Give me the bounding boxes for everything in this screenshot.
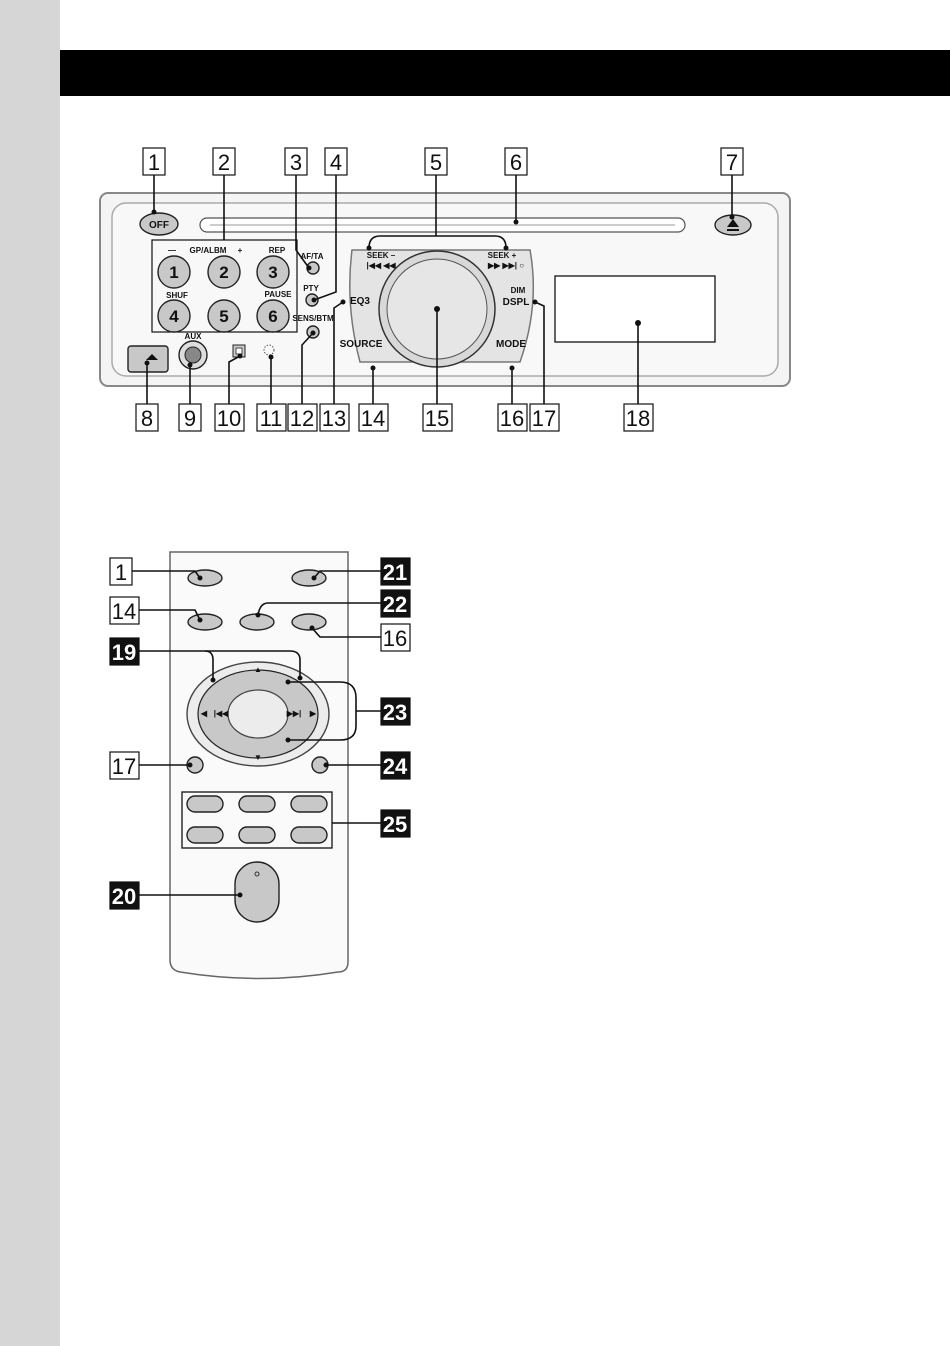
svg-text:|◀◀ ◀◀: |◀◀ ◀◀ (366, 261, 396, 270)
svg-text:24: 24 (383, 754, 408, 779)
remote-volume-button[interactable] (235, 862, 279, 922)
svg-text:5: 5 (430, 150, 442, 175)
svg-text:5: 5 (219, 307, 228, 326)
svg-text:4: 4 (169, 307, 179, 326)
svg-text:9: 9 (184, 406, 196, 431)
preset-button-3[interactable]: 3 (257, 256, 289, 288)
svg-text:MODE: MODE (496, 339, 526, 350)
next-track-icon: ▶▶| (286, 709, 302, 718)
svg-text:3: 3 (290, 150, 302, 175)
svg-text:14: 14 (112, 599, 136, 624)
mode-button[interactable]: MODE (496, 339, 526, 350)
callouts-main-bottom: 8 9 10 11 12 13 14 15 16 17 18 (136, 404, 653, 431)
svg-text:+: + (238, 246, 243, 255)
svg-text:OFF: OFF (149, 220, 169, 231)
callouts-remote-left: 1 14 19 17 20 (110, 558, 139, 909)
svg-text:SENS/BTM: SENS/BTM (292, 314, 334, 323)
svg-text:11: 11 (260, 406, 283, 431)
svg-text:GP/ALBM: GP/ALBM (190, 246, 227, 255)
display-window (555, 276, 715, 342)
svg-text:8: 8 (141, 406, 153, 431)
svg-text:AF/TA: AF/TA (301, 252, 324, 261)
preset-button-2[interactable]: 2 (208, 256, 240, 288)
callouts-remote-right: 21 22 16 23 24 25 (381, 558, 410, 837)
source-button[interactable]: SOURCE (340, 339, 383, 350)
preset-button-6[interactable]: 6 (257, 300, 289, 332)
svg-text:DIM: DIM (511, 286, 526, 295)
svg-text:▶▶ ▶▶| ○: ▶▶ ▶▶| ○ (487, 261, 524, 270)
svg-text:10: 10 (217, 406, 241, 431)
remote-off-button[interactable] (188, 570, 222, 586)
svg-text:6: 6 (510, 150, 522, 175)
svg-text:REP: REP (269, 246, 286, 255)
svg-text:PAUSE: PAUSE (265, 290, 293, 299)
svg-text:AUX: AUX (185, 332, 203, 341)
svg-text:20: 20 (112, 884, 136, 909)
svg-text:13: 13 (322, 406, 346, 431)
callouts-main-top: 1 2 3 4 5 6 7 (143, 148, 743, 175)
off-button[interactable]: OFF (140, 213, 178, 235)
release-button[interactable] (128, 346, 168, 372)
svg-text:23: 23 (383, 700, 407, 725)
svg-text:6: 6 (268, 307, 277, 326)
svg-text:3: 3 (268, 263, 277, 282)
preset-button-4[interactable]: 4 (158, 300, 190, 332)
svg-text:EQ3: EQ3 (350, 296, 370, 307)
svg-text:19: 19 (112, 640, 136, 665)
svg-text:25: 25 (383, 812, 407, 837)
svg-text:16: 16 (500, 406, 524, 431)
svg-text:1: 1 (115, 560, 127, 585)
svg-text:14: 14 (361, 406, 385, 431)
seek-minus-button[interactable]: SEEK – |◀◀ ◀◀ (366, 251, 396, 270)
remote-direction-pad[interactable]: ▲ ▼ ◀ ▶ |◀◀ ▶▶| (187, 662, 329, 766)
svg-text:15: 15 (425, 406, 449, 431)
svg-text:16: 16 (383, 626, 407, 651)
left-arrow-icon: ◀ (200, 709, 208, 718)
up-arrow-icon: ▲ (254, 665, 262, 674)
remote-mode-button[interactable] (292, 614, 326, 630)
right-arrow-icon: ▶ (309, 709, 317, 718)
svg-text:SEEK +: SEEK + (488, 251, 517, 260)
svg-text:17: 17 (532, 406, 556, 431)
svg-text:DSPL: DSPL (503, 297, 530, 308)
preset-button-1[interactable]: 1 (158, 256, 190, 288)
prev-track-icon: |◀◀ (214, 709, 229, 718)
remote-menu-button[interactable] (292, 570, 326, 586)
eq3-button[interactable]: EQ3 (350, 296, 370, 307)
svg-text:18: 18 (626, 406, 650, 431)
remote-source-button[interactable] (188, 614, 222, 630)
preset-button-5[interactable]: 5 (208, 300, 240, 332)
svg-text:2: 2 (218, 150, 230, 175)
svg-text:2: 2 (219, 263, 228, 282)
svg-text:—: — (168, 246, 176, 255)
svg-text:1: 1 (148, 150, 160, 175)
svg-text:17: 17 (112, 754, 136, 779)
svg-text:22: 22 (383, 592, 407, 617)
svg-text:SEEK –: SEEK – (367, 251, 396, 260)
svg-text:SOURCE: SOURCE (340, 339, 383, 350)
svg-text:PTY: PTY (303, 284, 319, 293)
svg-text:21: 21 (383, 560, 407, 585)
svg-text:7: 7 (726, 150, 738, 175)
down-arrow-icon: ▼ (254, 753, 262, 762)
svg-text:1: 1 (169, 263, 178, 282)
svg-text:SHUF: SHUF (166, 291, 188, 300)
svg-text:12: 12 (290, 406, 314, 431)
svg-text:4: 4 (330, 150, 342, 175)
